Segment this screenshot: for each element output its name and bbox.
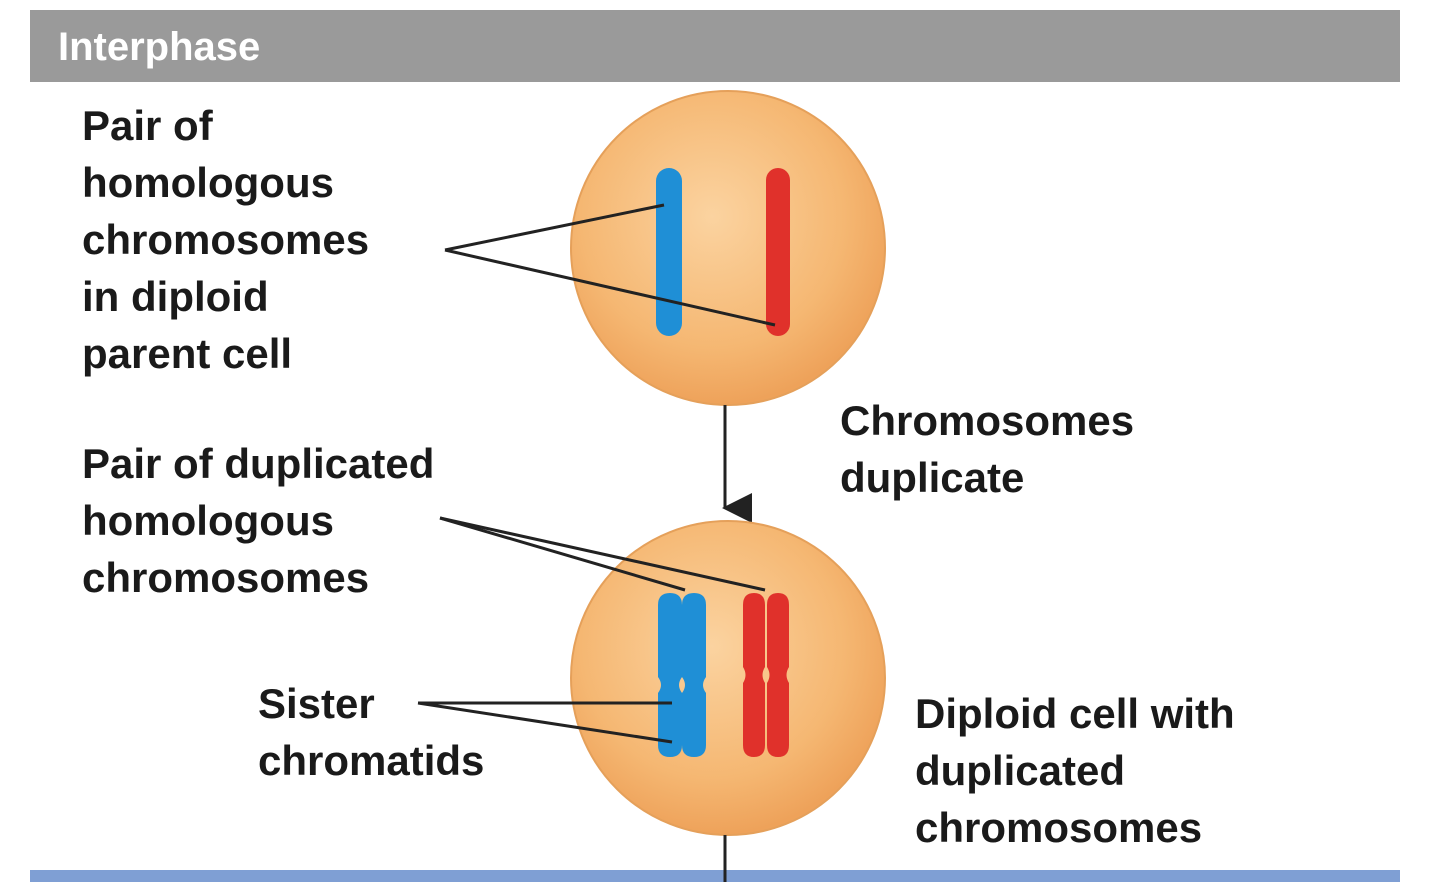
leader-homologous-blue bbox=[444, 203, 665, 252]
parent-cell bbox=[570, 90, 886, 406]
homologous_pair-line-1: Pair of bbox=[82, 102, 214, 149]
label-homologous-pair: Pair of homologous chromosomes in diploid pa… bbox=[82, 102, 369, 377]
label-diploid-result: Diploid cell with duplicated chromosomes bbox=[915, 690, 1235, 851]
label-sister-chromatids: Sister chromatids bbox=[258, 680, 484, 784]
label-duplicate-step: Chromosomes duplicate bbox=[840, 397, 1134, 501]
leader-lines bbox=[417, 203, 776, 744]
duplicated_pair-line-2: homologous bbox=[82, 497, 334, 544]
blue-chromosome bbox=[656, 168, 682, 336]
duplicate_step-line-1: Chromosomes bbox=[840, 397, 1134, 444]
header-title: Interphase bbox=[58, 25, 260, 69]
homologous_pair-line-2: homologous bbox=[82, 159, 334, 206]
diploid_result-line-3: chromosomes bbox=[915, 804, 1202, 851]
leader-sister-bottom bbox=[417, 701, 673, 744]
duplicated_pair-line-1: Pair of duplicated bbox=[82, 440, 434, 487]
homologous_pair-line-5: parent cell bbox=[82, 330, 292, 377]
duplicated-red-chromosome bbox=[743, 593, 789, 757]
leader-homologous-red bbox=[444, 248, 776, 327]
homologous_pair-line-4: in diploid bbox=[82, 273, 269, 320]
bottom-bar bbox=[30, 870, 1400, 882]
label-duplicated-pair: Pair of duplicated homologous chromosomes bbox=[82, 440, 434, 601]
diploid_result-line-2: duplicated bbox=[915, 747, 1125, 794]
duplicated_pair-line-3: chromosomes bbox=[82, 554, 369, 601]
leader-duplicated-red bbox=[439, 516, 766, 592]
duplicated-blue-chromosome bbox=[658, 593, 706, 757]
sister_chromatids-line-1: Sister bbox=[258, 680, 375, 727]
homologous_pair-line-3: chromosomes bbox=[82, 216, 369, 263]
diploid_result-line-1: Diploid cell with bbox=[915, 690, 1235, 737]
duplicated-cell bbox=[570, 520, 886, 836]
sister_chromatids-line-2: chromatids bbox=[258, 737, 484, 784]
red-chromosome bbox=[766, 168, 790, 336]
header-bar bbox=[30, 10, 1400, 82]
leader-duplicated-blue bbox=[439, 516, 686, 592]
duplicate_step-line-2: duplicate bbox=[840, 454, 1024, 501]
